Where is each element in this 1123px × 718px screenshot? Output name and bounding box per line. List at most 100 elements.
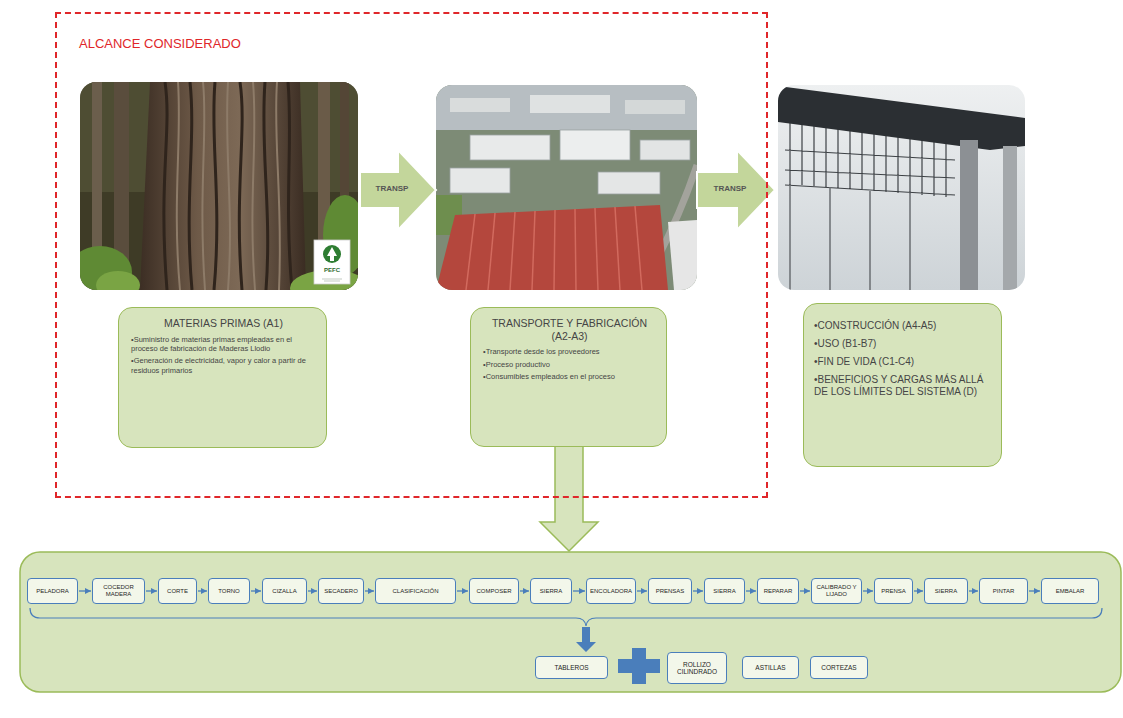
process-band bbox=[20, 552, 1121, 692]
output-box: ASTILLAS bbox=[742, 656, 799, 679]
transport-arrow bbox=[697, 150, 775, 230]
box-heading: COCEDOR MADERA bbox=[95, 584, 142, 598]
tree-trunk bbox=[140, 82, 306, 290]
process-box: SECADERO bbox=[318, 578, 364, 604]
box-heading: SIERRA bbox=[713, 588, 735, 595]
bracket bbox=[30, 608, 1102, 626]
photo-ground bbox=[436, 85, 697, 290]
box-heading: CALIBRADO Y LIJADO bbox=[814, 584, 859, 598]
box-heading: CORTE bbox=[167, 588, 188, 595]
bridge-pier bbox=[1003, 146, 1017, 290]
flow-arrow bbox=[457, 590, 468, 591]
building bbox=[450, 98, 510, 112]
building bbox=[450, 168, 510, 193]
flow-arrow bbox=[573, 590, 585, 591]
building bbox=[470, 135, 550, 160]
flow-arrow bbox=[146, 590, 157, 591]
box-heading: SIERRA bbox=[540, 588, 562, 595]
process-box: TORNO bbox=[208, 578, 250, 604]
stage-box: MATERIAS PRIMAS (A1) •Suministro de mater… bbox=[118, 307, 327, 448]
factory-photo bbox=[436, 85, 697, 290]
process-box: PINTAR bbox=[979, 578, 1028, 604]
process-box: SIERRA bbox=[530, 578, 572, 604]
box-text: •Transporte desde los proveedores bbox=[483, 347, 656, 356]
photo-haze bbox=[436, 85, 697, 130]
bridge-pier bbox=[960, 140, 978, 290]
building bbox=[598, 172, 660, 194]
building bbox=[625, 100, 685, 114]
box-heading: CIZALLA bbox=[272, 588, 296, 595]
scope-region: ALCANCE CONSIDERADO MATERIAS PRIMAS (A1) •… bbox=[55, 12, 768, 498]
box-text: •Suministro de materias primas empleadas… bbox=[131, 335, 316, 354]
box-text: •USO (B1-B7) bbox=[814, 338, 991, 350]
pefc-logo bbox=[322, 279, 342, 281]
plus-symbol bbox=[618, 648, 660, 684]
flow-arrow bbox=[800, 590, 810, 591]
process-box: SIERRA bbox=[924, 578, 968, 604]
box-heading: REPARAR bbox=[764, 588, 793, 595]
box-heading: MATERIAS PRIMAS (A1) bbox=[131, 317, 316, 330]
flow-arrow bbox=[365, 590, 374, 591]
process-box: PELADORA bbox=[27, 578, 78, 604]
bark-texture bbox=[177, 82, 280, 290]
box-heading: COMPOSER bbox=[476, 588, 511, 595]
building bbox=[560, 130, 630, 160]
process-box: CLASIFICACIÓN bbox=[375, 578, 456, 604]
process-box: PRENSA bbox=[874, 578, 913, 604]
down-block-arrow bbox=[540, 446, 598, 551]
flow-arrow bbox=[251, 590, 261, 591]
scaffolding bbox=[790, 185, 910, 290]
process-box: ENCOLADORA bbox=[586, 578, 636, 604]
bridge-photo bbox=[778, 85, 1025, 290]
box-heading: PELADORA bbox=[36, 588, 69, 595]
flow-arrow bbox=[1029, 590, 1040, 591]
box-heading: PRENSA bbox=[881, 588, 906, 595]
bridge-deck bbox=[778, 86, 1025, 150]
flow-arrow bbox=[863, 590, 873, 591]
process-box: CIZALLA bbox=[262, 578, 307, 604]
process-box: CORTE bbox=[158, 578, 197, 604]
building bbox=[530, 95, 610, 113]
fern bbox=[96, 271, 140, 290]
bark-texture bbox=[164, 82, 292, 290]
process-box: REPARAR bbox=[757, 578, 799, 604]
box-heading: EMBALAR bbox=[1056, 588, 1085, 595]
flow-arrow bbox=[198, 590, 207, 591]
logo-text: PEFC bbox=[314, 267, 350, 273]
box-heading: CORTEZAS bbox=[821, 664, 856, 671]
pefc-logo bbox=[327, 247, 337, 261]
process-box: CALIBRADO Y LIJADO bbox=[811, 578, 862, 604]
process-box: EMBALAR bbox=[1041, 578, 1099, 604]
box-heading: PRENSAS bbox=[656, 588, 685, 595]
box-heading: CLASIFICACIÓN bbox=[392, 588, 438, 595]
stage-box: TRANSPORTE Y FABRICACIÓN (A2-A3) •Transpo… bbox=[470, 307, 667, 447]
flow-arrow bbox=[746, 590, 756, 591]
roof-stripes bbox=[466, 206, 642, 290]
process-box: SIERRA bbox=[704, 578, 745, 604]
box-heading: PINTAR bbox=[993, 588, 1015, 595]
transport-arrow bbox=[360, 150, 436, 230]
red-roof bbox=[436, 205, 668, 290]
box-heading: SECADERO bbox=[324, 588, 358, 595]
box-text: •Generación de electricidad, vapor y cal… bbox=[131, 356, 316, 375]
box-text: •FIN DE VIDA (C1-C4) bbox=[814, 356, 991, 368]
flow-arrow bbox=[520, 590, 529, 591]
flow-arrow bbox=[693, 590, 703, 591]
flow-arrow bbox=[308, 590, 317, 591]
box-heading: SIERRA bbox=[935, 588, 957, 595]
arrow-label: TRANSP bbox=[698, 184, 762, 193]
output-arrow bbox=[576, 627, 596, 652]
box-heading: ALCANCE CONSIDERADO bbox=[79, 36, 766, 51]
building bbox=[668, 220, 697, 290]
building bbox=[640, 140, 690, 160]
stage-box: •CONSTRUCCIÓN (A4-A5)•USO (B1-B7)•FIN DE… bbox=[803, 303, 1002, 467]
box-heading: ASTILLAS bbox=[755, 664, 785, 671]
sky bbox=[778, 85, 1025, 290]
box-heading: TORNO bbox=[218, 588, 240, 595]
flow-arrow bbox=[637, 590, 647, 591]
box-text: •BENEFICIOS Y CARGAS MÁS ALLÁ DE LOS LÍM… bbox=[814, 374, 991, 398]
box-heading: TRANSPORTE Y FABRICACIÓN (A2-A3) bbox=[483, 317, 656, 342]
process-box: COMPOSER bbox=[469, 578, 519, 604]
output-box: ROLLIZO CILINDRADO bbox=[667, 652, 727, 684]
